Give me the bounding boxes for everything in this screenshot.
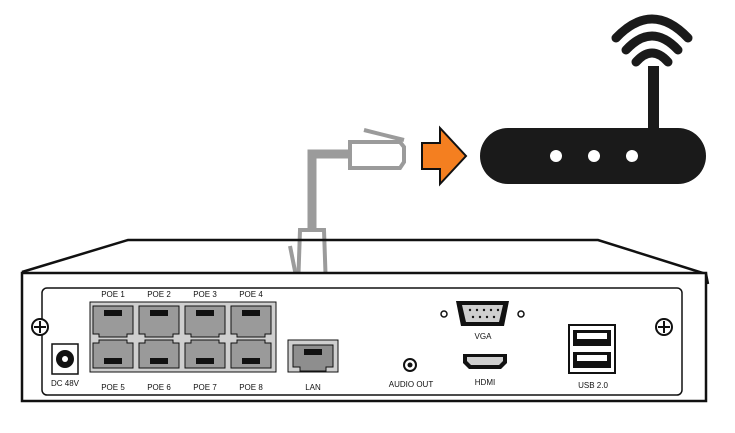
- poe-port: [138, 339, 180, 369]
- hdmi-label: HDMI: [475, 378, 495, 387]
- wifi-arc-inner: [631, 48, 673, 67]
- poe-label: POE 7: [193, 383, 217, 392]
- poe-label: POE 3: [193, 290, 217, 299]
- usb-label: USB 2.0: [578, 381, 608, 390]
- router-antenna: [648, 66, 659, 136]
- vga-label: VGA: [475, 332, 493, 341]
- poe-label: POE 4: [239, 290, 263, 299]
- right-screw-icon: [655, 318, 673, 336]
- wifi-arc-middle: [621, 31, 683, 55]
- poe-port: [184, 305, 226, 338]
- router-icon: [480, 14, 706, 184]
- cable-plug-top: [348, 140, 406, 170]
- poe-port: [138, 305, 180, 338]
- poe-label: POE 5: [101, 383, 125, 392]
- vga-port: [440, 301, 525, 326]
- poe-label: POE 6: [147, 383, 171, 392]
- poe-port: [92, 339, 134, 369]
- router-led-3: [626, 150, 638, 162]
- poe-port: [230, 305, 272, 338]
- poe-ports: [92, 305, 272, 369]
- poe-label: POE 2: [147, 290, 171, 299]
- ethernet-cable: [288, 128, 406, 290]
- poe-label: POE 1: [101, 290, 125, 299]
- dc-label: DC 48V: [51, 379, 80, 388]
- nvr-back-panel: DC 48V POE 1 POE 2 POE 3 POE 4 POE 5 POE…: [20, 238, 710, 403]
- audio-out-jack: [403, 358, 417, 372]
- router-led-1: [550, 150, 562, 162]
- audio-label: AUDIO OUT: [389, 380, 434, 389]
- plug-clip-top: [363, 128, 405, 142]
- router-led-2: [588, 150, 600, 162]
- hdmi-port: [463, 354, 507, 369]
- wifi-arc-outer: [611, 14, 693, 43]
- poe-port: [184, 339, 226, 369]
- lan-label: LAN: [305, 383, 321, 392]
- dc-power-jack: [51, 343, 79, 375]
- left-screw-icon: [31, 318, 49, 336]
- lan-port: [287, 339, 339, 373]
- poe-port: [230, 339, 272, 369]
- poe-label: POE 8: [239, 383, 263, 392]
- arrow-right-icon: [421, 125, 468, 187]
- poe-port: [92, 305, 134, 338]
- cable-wire: [307, 149, 355, 232]
- usb-ports: [568, 324, 616, 374]
